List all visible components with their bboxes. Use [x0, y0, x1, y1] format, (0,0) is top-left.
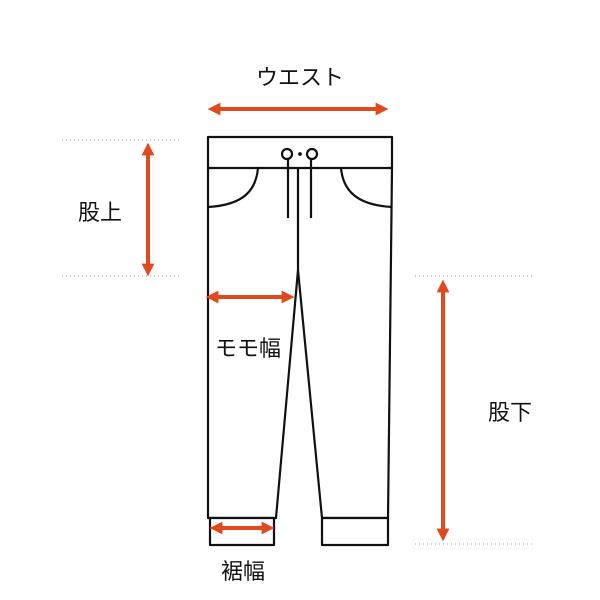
- measure-arrows: [141, 102, 450, 542]
- left-cuff: [208, 516, 276, 547]
- pocket-left: [207, 167, 260, 209]
- waist-label: ウエスト: [255, 66, 345, 91]
- thigh-label: モモ幅: [214, 329, 282, 365]
- rise-label: 股上: [77, 201, 123, 226]
- right-leg: [296, 167, 394, 520]
- pocket-right: [339, 167, 393, 209]
- inseam-label: 股下: [487, 401, 533, 426]
- right-cuff: [320, 516, 390, 547]
- waistband: [206, 135, 394, 170]
- hem-label: 裾幅: [220, 560, 266, 585]
